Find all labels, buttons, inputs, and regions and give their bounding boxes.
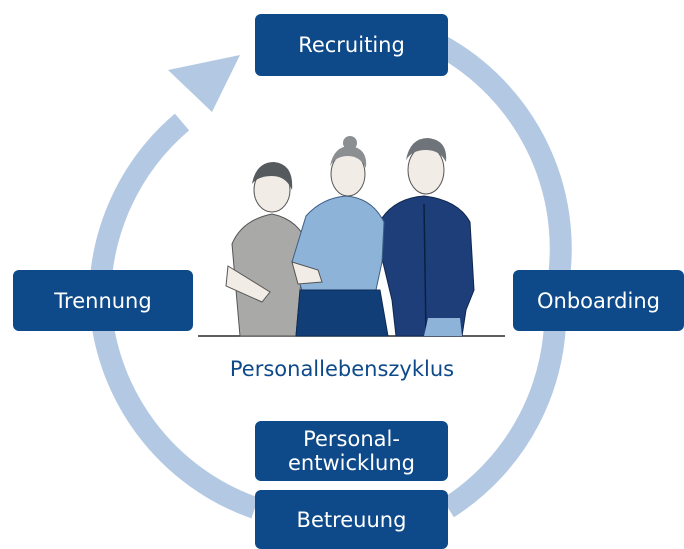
betreuung-box: Betreuung: [255, 490, 448, 549]
person-right: [379, 138, 475, 337]
person-left: [225, 162, 309, 337]
personalentwicklung-box: Personal- entwicklung: [255, 421, 448, 481]
center-title: Personallebenszyklus: [229, 357, 455, 381]
person-middle: [291, 136, 389, 337]
people-illustration: [198, 136, 505, 337]
personalentwicklung-label-line2: entwicklung: [288, 451, 415, 475]
recruiting-box: Recruiting: [255, 14, 448, 76]
recruiting-label: Recruiting: [298, 33, 405, 57]
cycle-arrow-head: [168, 55, 240, 112]
onboarding-label: Onboarding: [537, 288, 660, 313]
onboarding-box: Onboarding: [513, 270, 684, 331]
trennung-label: Trennung: [54, 288, 152, 313]
trennung-box: Trennung: [13, 270, 193, 331]
betreuung-label: Betreuung: [296, 507, 407, 532]
personalentwicklung-label-line1: Personal-: [303, 427, 400, 451]
